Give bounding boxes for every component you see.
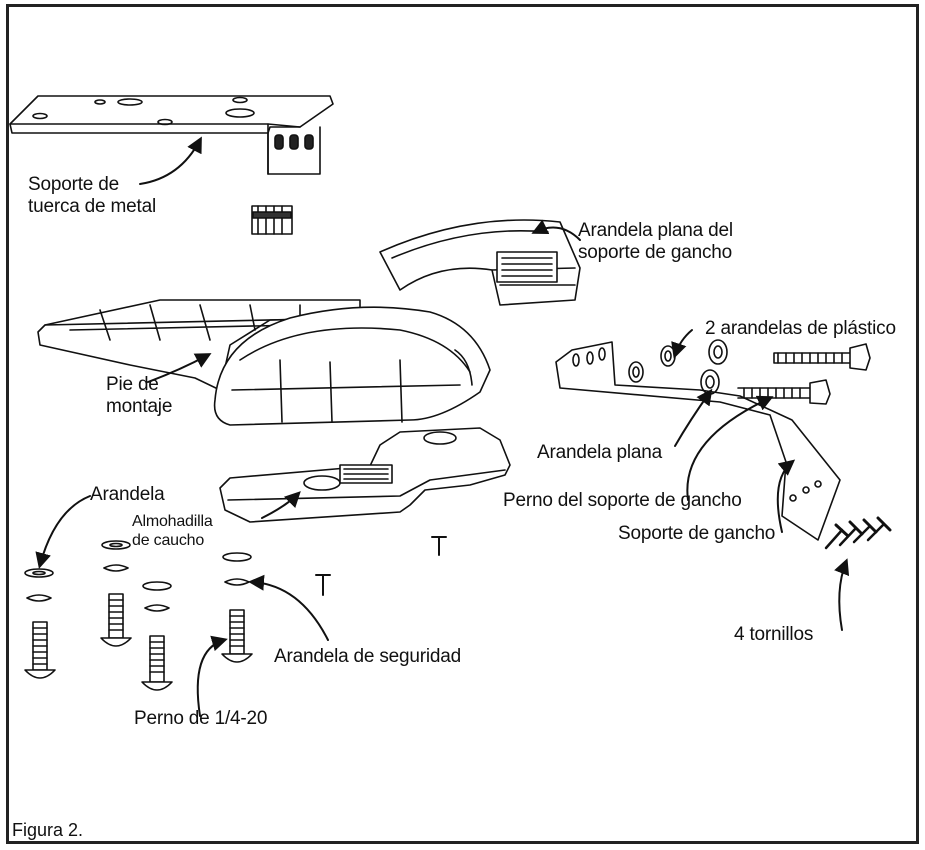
leader-arrows [35,136,850,717]
pad-screws [315,536,447,596]
bolt-washers [24,540,252,612]
label-hook-bolt: Perno del soporte de gancho [503,490,742,511]
label-lock-washer: Arandela de seguridad [274,646,461,667]
label-plastic-washers: 2 arandelas de plástico [705,318,896,339]
nut-clip [251,205,293,235]
label-washer: Arandela [90,484,165,505]
label-nut-bracket: Soporte de tuerca de metal [28,174,156,217]
rubber-pad-part [219,427,511,523]
screw-cluster [824,516,892,550]
label-hook-washer: Arandela plana del soporte de gancho [578,220,733,263]
label-rubber-pad: Almohadilla de caucho [132,513,213,549]
label-bolt: Perno de 1/4-20 [134,708,268,729]
quarter-bolts [24,593,253,691]
label-flat-washer: Arandela plana [537,442,663,463]
label-foot: Pie de montaje [106,374,173,417]
nut-bracket-plate [9,95,334,175]
figure-frame [6,4,919,844]
label-screws: 4 tornillos [734,624,814,645]
figure-caption: Figura 2. [12,820,84,840]
hook-bolts [737,343,871,405]
label-hook-bracket: Soporte de gancho [618,523,776,544]
hook-washer-part [379,219,581,306]
hook-bracket-part [555,341,841,541]
mounting-foot-part [37,299,491,426]
